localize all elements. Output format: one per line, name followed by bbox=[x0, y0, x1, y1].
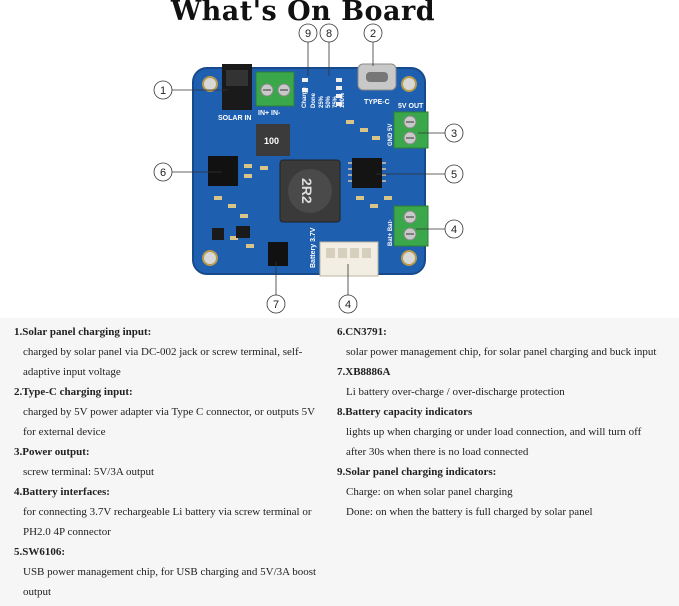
item-desc: after 30s when there is no load connecte… bbox=[346, 446, 529, 458]
item-xb8886a: 7.XB8886A Li battery over-charge / over-… bbox=[337, 362, 677, 402]
mounting-hole bbox=[202, 76, 218, 92]
silk-pct-25: 25% bbox=[319, 95, 325, 108]
callout-2 bbox=[363, 23, 383, 43]
callout-7-label: 7 bbox=[273, 299, 279, 311]
callout-4-ph2 bbox=[338, 294, 358, 314]
item-desc: charged by 5V power adapter via Type C c… bbox=[23, 406, 316, 418]
silk-battery: Battery 3.7V bbox=[310, 227, 317, 268]
callout-8-label: 8 bbox=[326, 28, 332, 40]
item-title: 1.Solar panel charging input: bbox=[14, 326, 152, 338]
silk-5v-out: 5V OUT bbox=[398, 103, 424, 110]
sw6106-chip bbox=[352, 158, 382, 188]
item-desc: output bbox=[23, 586, 52, 598]
item-desc: for connecting 3.7V rechargeable Li batt… bbox=[23, 506, 312, 518]
description-right-column: 6.CN3791: solar power management chip, f… bbox=[337, 322, 677, 522]
item-desc: charged by solar panel via DC-002 jack o… bbox=[23, 346, 303, 358]
mounting-hole bbox=[202, 250, 218, 266]
callout-6-label: 6 bbox=[160, 167, 166, 179]
item-desc: Charge: on when solar panel charging bbox=[346, 486, 513, 498]
callout-3-label: 3 bbox=[451, 128, 457, 140]
callout-9 bbox=[298, 23, 318, 43]
silk-pct-50: 50% bbox=[326, 95, 332, 108]
callout-1-label: 1 bbox=[160, 85, 166, 97]
item-desc: Li battery over-charge / over-discharge … bbox=[346, 386, 565, 398]
item-solar-indicators: 9.Solar panel charging indicators: Charg… bbox=[337, 462, 677, 522]
callout-6 bbox=[153, 162, 173, 182]
item-desc: adaptive input voltage bbox=[23, 366, 121, 378]
silk-gnd-5v: GND 5V bbox=[388, 124, 394, 146]
callout-7 bbox=[266, 294, 286, 314]
callout-9-label: 9 bbox=[305, 28, 311, 40]
inductor-100 bbox=[256, 124, 290, 156]
description-panel bbox=[0, 318, 679, 606]
item-title: 3.Power output: bbox=[14, 446, 90, 458]
page-title: What's On Board bbox=[170, 0, 436, 27]
item-title: 5.SW6106: bbox=[14, 546, 66, 558]
silk-solar-in: SOLAR IN bbox=[218, 115, 251, 122]
item-battery-interfaces: 4.Battery interfaces: for connecting 3.7… bbox=[14, 482, 334, 542]
silk-type-c: TYPE-C bbox=[364, 99, 390, 106]
item-type-c-input: 2.Type-C charging input: charged by 5V p… bbox=[14, 382, 334, 442]
item-power-output: 3.Power output: screw terminal: 5V/3A ou… bbox=[14, 442, 334, 482]
item-desc: PH2.0 4P connector bbox=[23, 526, 111, 538]
callout-5 bbox=[444, 164, 464, 184]
item-title: 2.Type-C charging input: bbox=[14, 386, 133, 398]
mounting-hole bbox=[401, 250, 417, 266]
cn3791-chip bbox=[208, 156, 238, 186]
callout-4-terminal bbox=[444, 219, 464, 239]
item-desc: screw terminal: 5V/3A output bbox=[23, 466, 155, 478]
item-desc: lights up when charging or under load co… bbox=[346, 426, 642, 438]
callout-2-label: 2 bbox=[370, 28, 376, 40]
silk-inductor-2r2: 2R2 bbox=[299, 178, 315, 204]
item-title: 4.Battery interfaces: bbox=[14, 486, 110, 498]
mounting-hole bbox=[401, 76, 417, 92]
item-desc: USB power management chip, for USB charg… bbox=[23, 566, 317, 578]
silk-charge: Charge bbox=[302, 87, 308, 108]
board-diagram: SOLAR IN IN+ IN- Charge Done 25% 50% 75%… bbox=[153, 23, 464, 314]
callout-1 bbox=[153, 80, 173, 100]
item-battery-indicators: 8.Battery capacity indicators lights up … bbox=[337, 402, 677, 462]
item-desc: solar power management chip, for solar p… bbox=[346, 346, 657, 358]
silk-in-plus-minus: IN+ IN- bbox=[258, 110, 281, 117]
xb8886a-chip bbox=[268, 242, 288, 266]
item-title: 8.Battery capacity indicators bbox=[337, 406, 473, 418]
description-left-column: 1.Solar panel charging input: charged by… bbox=[14, 322, 334, 602]
callout-3 bbox=[444, 123, 464, 143]
item-title: 7.XB8886A bbox=[337, 366, 391, 378]
silk-pct-75: 75% bbox=[333, 95, 339, 108]
silk-bat-pm: Bat+ Bat- bbox=[388, 219, 394, 246]
silk-done: Done bbox=[311, 92, 317, 108]
item-title: 6.CN3791: bbox=[337, 326, 387, 338]
silk-pct-100: 100% bbox=[340, 92, 346, 108]
ph2-connector bbox=[319, 241, 379, 277]
item-cn3791: 6.CN3791: solar power management chip, f… bbox=[337, 322, 677, 362]
item-solar-input: 1.Solar panel charging input: charged by… bbox=[14, 322, 334, 382]
item-sw6106: 5.SW6106: USB power management chip, for… bbox=[14, 542, 334, 602]
item-title: 9.Solar panel charging indicators: bbox=[337, 466, 497, 478]
callout-4-terminal-label: 4 bbox=[451, 224, 457, 236]
callout-5-label: 5 bbox=[451, 169, 457, 181]
callout-4-ph2-label: 4 bbox=[345, 299, 351, 311]
callout-8 bbox=[319, 23, 339, 43]
item-desc: Done: on when the battery is full charge… bbox=[346, 506, 593, 518]
silk-inductor-100: 100 bbox=[264, 136, 279, 146]
item-desc: for external device bbox=[23, 426, 106, 438]
